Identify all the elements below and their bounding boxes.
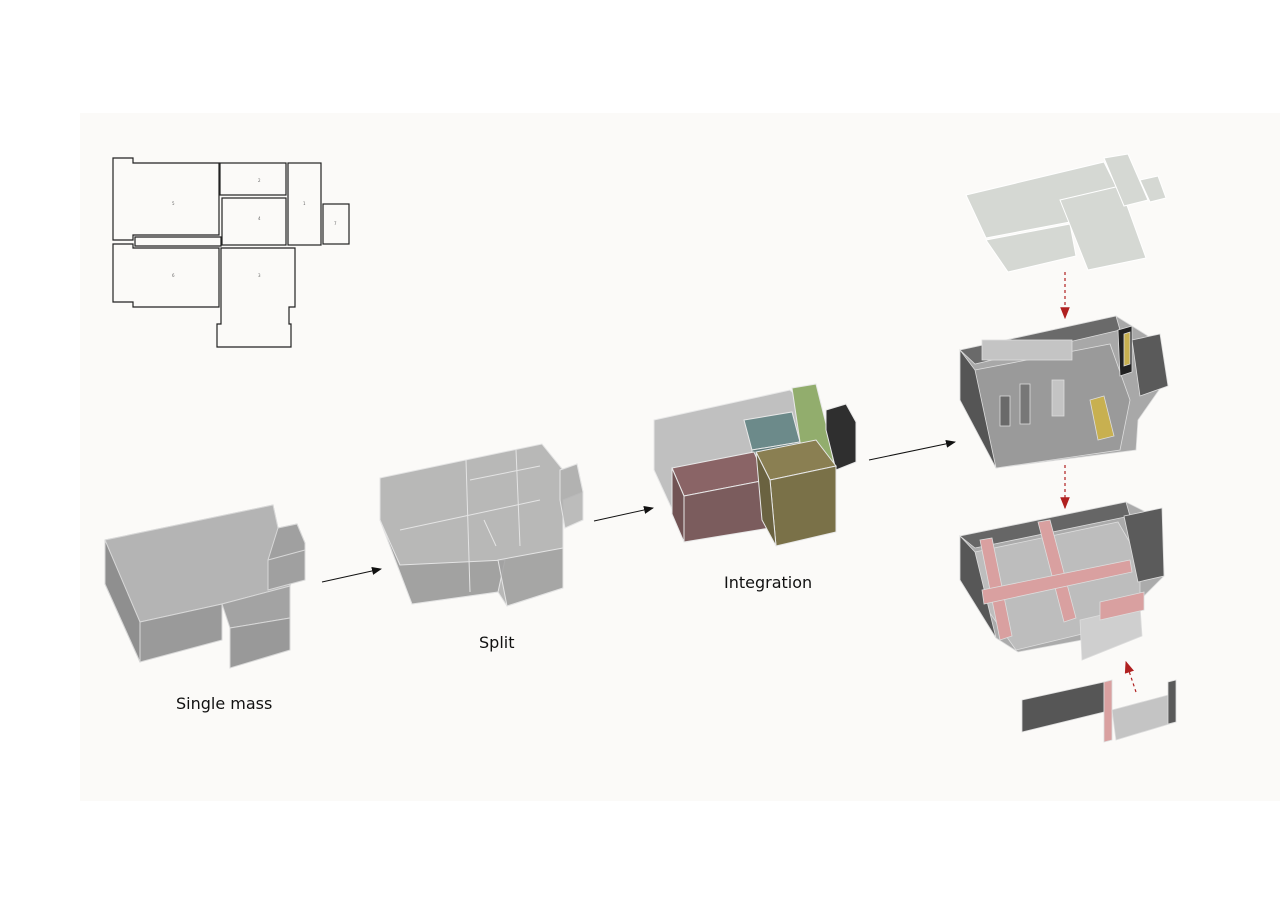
ground-walls bbox=[1021, 679, 1177, 743]
caption-single-mass: Single mass bbox=[176, 694, 273, 713]
arrow-icon bbox=[1124, 660, 1137, 693]
room-number: 7 bbox=[334, 221, 337, 226]
flow-arrows bbox=[321, 272, 1137, 693]
structural-level bbox=[959, 501, 1165, 661]
room-number: 5 bbox=[172, 201, 175, 206]
single-mass-block bbox=[104, 504, 306, 669]
room-number: 2 bbox=[258, 178, 261, 183]
arrow-icon bbox=[868, 439, 956, 461]
integration-blocks bbox=[653, 383, 857, 547]
roof-slabs bbox=[965, 153, 1167, 273]
split-blocks bbox=[379, 443, 584, 607]
arrow-icon bbox=[321, 567, 382, 583]
room-number: 1 bbox=[303, 201, 306, 206]
furnished-level bbox=[959, 315, 1169, 469]
floor-plan: 5 2 4 1 7 6 3 bbox=[112, 157, 350, 348]
arrow-icon bbox=[593, 506, 654, 522]
caption-integration: Integration bbox=[724, 573, 813, 592]
room-number: 6 bbox=[172, 273, 175, 278]
caption-split: Split bbox=[479, 633, 515, 652]
room-number: 3 bbox=[258, 273, 261, 278]
room-number: 4 bbox=[258, 216, 261, 221]
